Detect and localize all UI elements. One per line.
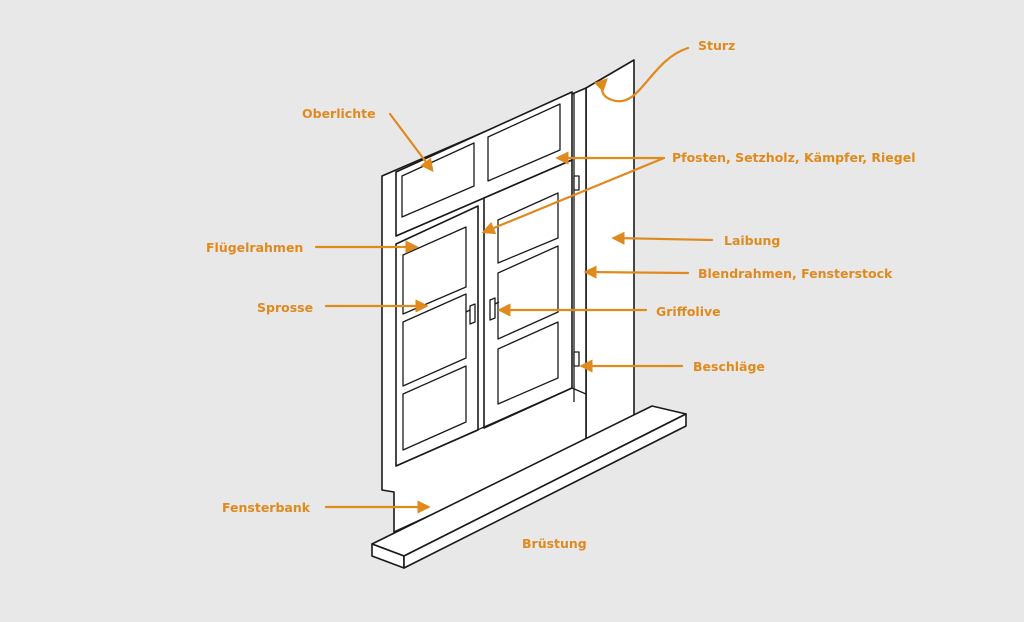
label-pfosten: Pfosten, Setzholz, Kämpfer, Riegel [672, 150, 916, 165]
label-sturz: Sturz [698, 38, 735, 53]
right-sash-pane-3 [497, 321, 559, 405]
label-griffolive: Griffolive [656, 304, 721, 319]
left-sash-pane-3 [402, 365, 467, 451]
transom-pane-right [487, 103, 561, 182]
arrow-laibung [611, 231, 714, 245]
right-sash-pane-2 [497, 245, 559, 340]
wall-reveal [585, 59, 635, 445]
label-laibung: Laibung [724, 233, 780, 248]
left-sash-pane-2 [402, 293, 467, 387]
label-oberlichte: Oberlichte [302, 106, 376, 121]
arrow-blendrahmen [583, 265, 690, 279]
handle-left [465, 303, 476, 325]
left-sash-pane-1 [402, 226, 467, 315]
fitting-top [573, 175, 580, 191]
right-sash-pane-1 [497, 192, 559, 264]
arrow-sturz [593, 46, 690, 103]
arrow-oberlichte [388, 112, 434, 173]
fitting-bottom [573, 351, 580, 367]
label-fensterbank: Fensterbank [222, 500, 311, 515]
window-sill-side [403, 413, 687, 569]
handle-right [489, 297, 500, 321]
label-sprosse: Sprosse [257, 300, 313, 315]
arrow-pfosten-2 [481, 156, 666, 235]
window-illustration [371, 59, 687, 569]
label-fluegelrahmen: Flügelrahmen [206, 240, 303, 255]
reveal-bottom-edge [395, 387, 587, 467]
label-bruestung: Brüstung [522, 536, 587, 551]
labels: Sturz Oberlichte Pfosten, Setzholz, Kämp… [206, 38, 916, 551]
transom-pane-left [401, 142, 475, 218]
label-blendrahmen: Blendrahmen, Fensterstock [698, 266, 893, 281]
label-arrows [314, 46, 714, 514]
label-beschlaege: Beschläge [693, 359, 765, 374]
